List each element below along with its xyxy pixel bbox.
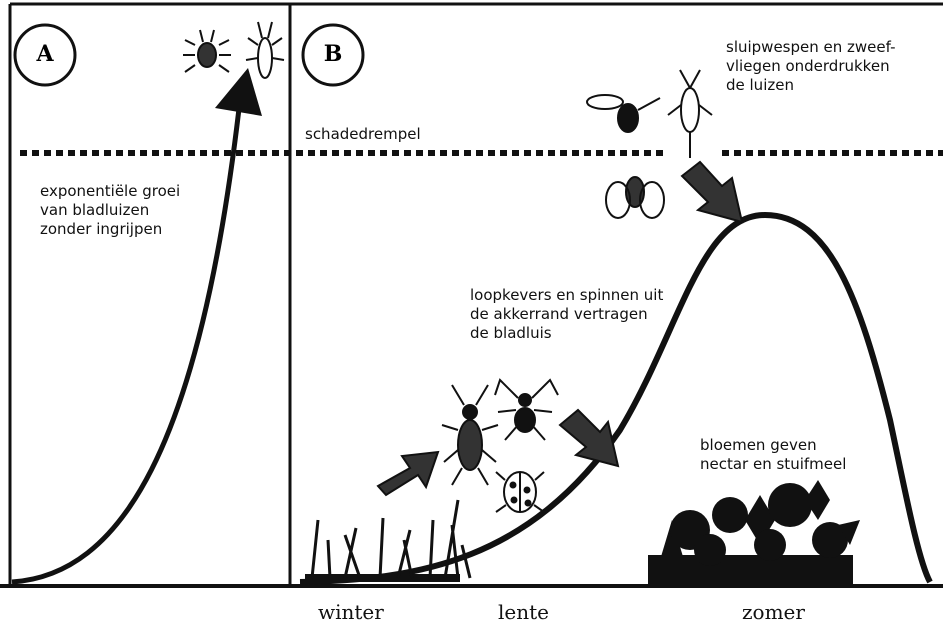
threshold-label: schadedrempel xyxy=(305,125,421,144)
note-line: de luizen xyxy=(726,76,896,95)
panel-a-note: exponentiële groei van bladluizen zonder… xyxy=(40,182,180,239)
hoverfly-icon xyxy=(606,177,664,218)
note-line: de bladluis xyxy=(470,324,663,343)
exponential-growth-curve xyxy=(12,100,240,582)
panel-b-letter: B xyxy=(303,41,363,67)
spider-icon xyxy=(495,380,558,440)
note-line: de akkerrand vertragen xyxy=(470,305,663,324)
aphid-icon xyxy=(183,30,231,72)
flowers-note: bloemen geven nectar en stuifmeel xyxy=(700,436,846,474)
note-line: loopkevers en spinnen uit xyxy=(470,286,663,305)
note-line: vliegen onderdrukken xyxy=(726,57,896,76)
season-spring: lente xyxy=(498,600,549,624)
note-line: nectar en stuifmeel xyxy=(700,455,846,474)
panel-a-letter: A xyxy=(15,41,75,67)
hoverfly-icon xyxy=(668,70,712,158)
note-line: sluipwespen en zweef- xyxy=(726,38,896,57)
ladybird-icon xyxy=(496,472,544,512)
season-winter: winter xyxy=(318,600,384,624)
grass-icon xyxy=(305,500,470,578)
wasp-icon xyxy=(587,95,660,132)
flowers-icon xyxy=(648,480,860,585)
note-line: exponentiële groei xyxy=(40,182,180,201)
note-line: van bladluizen xyxy=(40,201,180,220)
predator-note: loopkevers en spinnen uit de akkerrand v… xyxy=(470,286,663,343)
ground-beetle-icon xyxy=(442,385,498,485)
season-summer: zomer xyxy=(742,600,805,624)
note-line: bloemen geven xyxy=(700,436,846,455)
growth-arrowhead xyxy=(215,68,262,116)
parasitoid-note: sluipwespen en zweef- vliegen onderdrukk… xyxy=(726,38,896,95)
hoverfly-icon xyxy=(246,22,284,78)
note-line: zonder ingrijpen xyxy=(40,220,180,239)
